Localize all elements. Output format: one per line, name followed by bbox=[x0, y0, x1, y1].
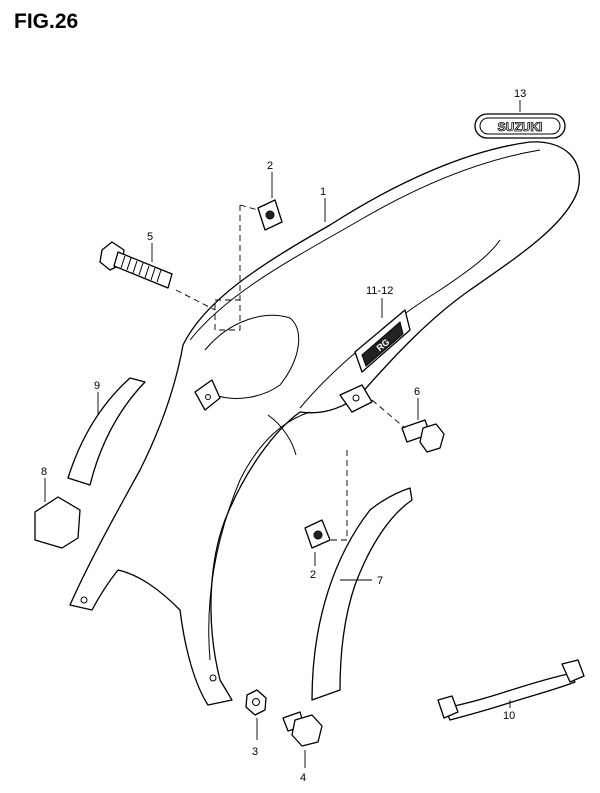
label-part-2-lower: 2 bbox=[310, 569, 316, 581]
decal-strip-part-9[interactable] bbox=[67, 377, 146, 486]
label-part-8: 8 bbox=[41, 466, 47, 478]
label-part-4: 4 bbox=[300, 772, 306, 784]
label-part-9: 9 bbox=[94, 380, 100, 392]
nut-part-3[interactable] bbox=[245, 689, 267, 716]
assembly-line-6 bbox=[371, 399, 406, 429]
label-part-2-upper: 2 bbox=[267, 160, 273, 172]
bracket-part-10[interactable] bbox=[437, 659, 585, 721]
label-part-7: 7 bbox=[377, 575, 383, 587]
label-part-6: 6 bbox=[414, 386, 420, 398]
bolt-part-4[interactable] bbox=[282, 711, 323, 747]
assembly-line-upper-2 bbox=[239, 204, 259, 211]
rear-fender-part[interactable] bbox=[69, 141, 580, 706]
label-part-1: 1 bbox=[320, 186, 326, 198]
label-part-13: 13 bbox=[514, 88, 526, 100]
pad-part-8[interactable] bbox=[34, 496, 81, 549]
figure-title: FIG.26 bbox=[14, 10, 79, 33]
assembly-line-lower bbox=[330, 450, 348, 541]
clip-nut-lower-part[interactable] bbox=[304, 519, 331, 549]
bolt-part-6[interactable] bbox=[401, 419, 445, 453]
label-part-5: 5 bbox=[147, 231, 153, 243]
rg-decal-part[interactable]: RG bbox=[354, 309, 411, 373]
label-part-3: 3 bbox=[252, 746, 258, 758]
emblem-text: SUZUKI bbox=[498, 120, 543, 134]
label-part-10: 10 bbox=[503, 710, 515, 722]
clip-nut-upper-part[interactable] bbox=[257, 199, 283, 231]
suzuki-emblem-part[interactable]: SUZUKI bbox=[474, 113, 566, 139]
bolt-part-5[interactable] bbox=[99, 241, 173, 289]
inner-guard-part-7[interactable] bbox=[311, 487, 413, 701]
assembly-line-5 bbox=[175, 289, 216, 311]
label-part-11-12: 11-12 bbox=[366, 285, 393, 297]
